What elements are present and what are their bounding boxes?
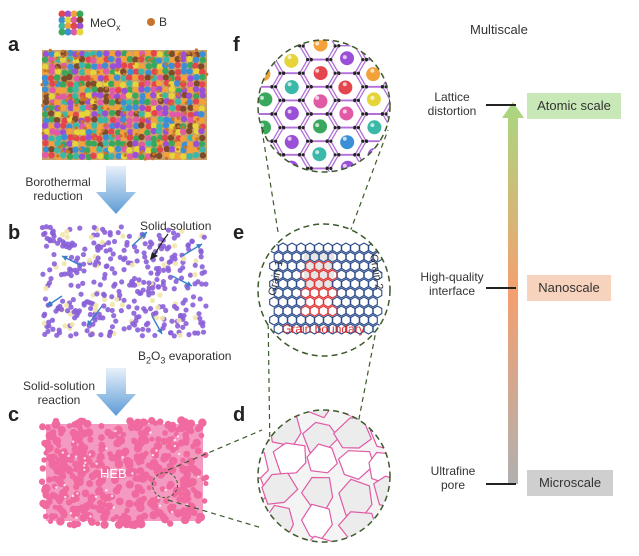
tick-nano: [486, 287, 516, 289]
meox-text: MeO: [90, 16, 117, 30]
hq-line1: High-quality: [420, 270, 484, 284]
panel-letter-a: a: [8, 34, 20, 56]
multiscale-arrow: [502, 102, 524, 484]
hq-line2: interface: [428, 284, 476, 298]
meox-subscript: x: [116, 22, 121, 33]
atomic-scale-box: Atomic scale: [527, 93, 621, 119]
b2o3-o: O: [151, 349, 161, 363]
meox-legend-label: MeOx: [90, 16, 121, 32]
b2o3-evaporation-label: B2O3 evaporation: [138, 349, 231, 365]
lattice-line1: Lattice: [434, 90, 470, 104]
b2o3-sub-3: 3: [160, 355, 166, 366]
microscale-box: Microscale: [527, 470, 613, 496]
solid-solution-reaction-line1: Solid-solution: [22, 379, 96, 393]
tick-atomic: [486, 104, 516, 106]
solid-solution-pointer: [150, 233, 169, 260]
lattice-distortion-label: Lattice distortion: [418, 90, 486, 118]
uf-line2: pore: [440, 478, 466, 492]
grain-boundary-label: Grain boundary: [282, 322, 365, 336]
heb-label: HEB: [100, 466, 127, 481]
b2o3-evap: evaporation: [165, 349, 232, 363]
b2o3-b: B: [138, 349, 147, 363]
panel-letter-d: d: [233, 404, 246, 426]
borothermal-line1: Borothermal: [25, 175, 91, 189]
high-quality-interface-label: High-quality interface: [414, 270, 490, 298]
ultrafine-pore-label: Ultrafine pore: [420, 464, 486, 492]
solid-solution-reaction-label: Solid-solution reaction: [16, 379, 102, 407]
solid-solution-label: Solid solution: [140, 219, 212, 233]
panel-letter-f: f: [233, 34, 240, 56]
panel-b-solid-solution: [39, 224, 209, 339]
tick-micro: [486, 483, 516, 485]
uf-line1: Ultrafine: [430, 464, 476, 478]
solid-solution-reaction-line2: reaction: [37, 393, 81, 407]
zoom-marker-c: [152, 472, 178, 498]
panel-letter-c: c: [8, 404, 20, 426]
borothermal-label: Borothermal reduction: [18, 175, 98, 203]
lattice-line2: distortion: [427, 104, 477, 118]
panel-letter-e: e: [233, 222, 245, 244]
multiscale-title: Multiscale: [470, 22, 528, 37]
boron-legend-dot: [147, 18, 155, 26]
borothermal-line2: reduction: [33, 189, 83, 203]
process-arrow-2: [96, 368, 136, 416]
panel-a-powder-mixture: [40, 48, 209, 161]
b2o3-sub-2: 2: [146, 355, 152, 366]
process-arrow-1: [96, 166, 136, 214]
boron-legend-label: B: [159, 15, 168, 29]
panel-letter-b: b: [8, 222, 21, 244]
nanoscale-box: Nanoscale: [527, 275, 611, 301]
panel-c-heb-ceramic: [38, 416, 210, 530]
panel-e-nanoscale-circle: [257, 223, 391, 357]
meox-legend-icon: [58, 10, 84, 36]
panel-d-microscale-circle: [257, 409, 391, 543]
panel-f-atomic-circle: [257, 39, 391, 173]
